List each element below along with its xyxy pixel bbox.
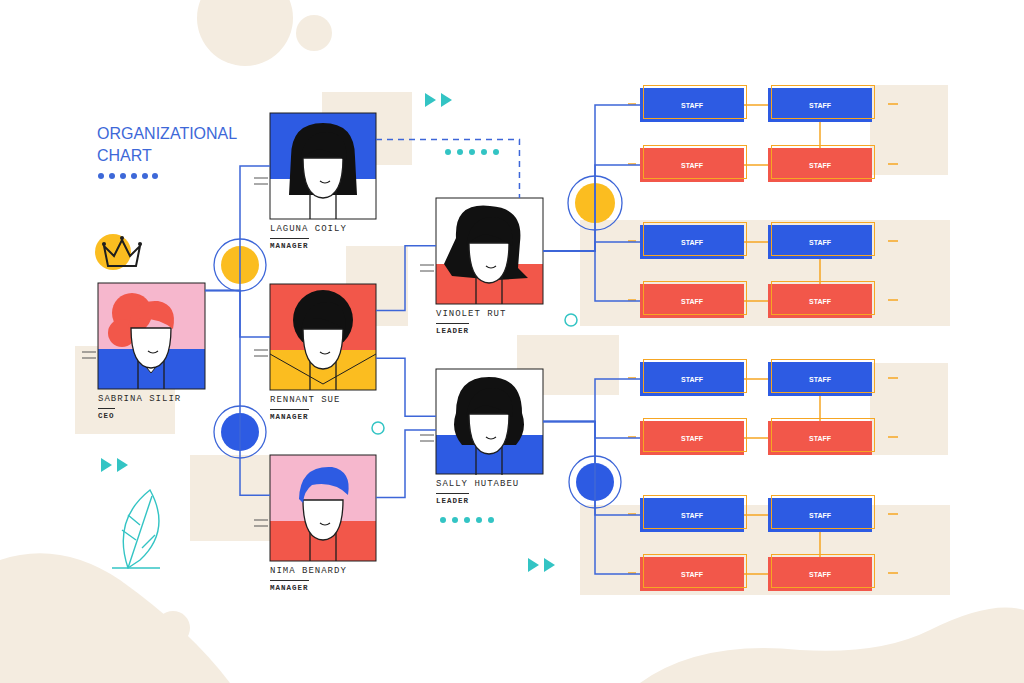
connector (205, 290, 270, 495)
staff-label: STAFF (681, 512, 703, 519)
staff-label: STAFF (809, 571, 831, 578)
person-name: NIMA BENARDY (270, 566, 347, 576)
staff-box: STAFF (768, 498, 872, 532)
role-label: CEO (98, 408, 115, 420)
connector (376, 430, 436, 498)
connector (543, 165, 640, 251)
connector (744, 514, 768, 516)
connector (744, 573, 768, 575)
connector (744, 164, 768, 166)
person-name: VINOLET RUT (436, 309, 506, 319)
staff-label: STAFF (809, 239, 831, 246)
staff-box: STAFF (768, 284, 872, 318)
staff-label: STAFF (681, 298, 703, 305)
staff-label: STAFF (809, 376, 831, 383)
person-card: SALLY HUTABEULEADER (436, 369, 543, 474)
connector (543, 422, 640, 575)
staff-box: STAFF (768, 362, 872, 396)
role-label: MANAGER (270, 409, 309, 421)
connector (543, 379, 640, 422)
staff-label: STAFF (809, 435, 831, 442)
staff-box: STAFF (640, 148, 744, 182)
person-name: LAGUNA COILY (270, 224, 347, 234)
person-card: LAGUNA COILYMANAGER (270, 113, 376, 219)
staff-box: STAFF (768, 421, 872, 455)
staff-label: STAFF (681, 162, 703, 169)
staff-label: STAFF (681, 435, 703, 442)
staff-box: STAFF (640, 421, 744, 455)
connector (744, 104, 768, 106)
connector (543, 242, 640, 251)
staff-box: STAFF (640, 557, 744, 591)
person-name: SALLY HUTABEU (436, 479, 519, 489)
staff-box: STAFF (768, 557, 872, 591)
person-card: NIMA BENARDYMANAGER (270, 455, 376, 561)
connector (744, 378, 768, 380)
staff-box: STAFF (640, 284, 744, 318)
connector (376, 358, 436, 416)
connector (205, 290, 270, 337)
person-name: RENNANT SUE (270, 395, 340, 405)
staff-box: STAFF (640, 88, 744, 122)
staff-box: STAFF (768, 225, 872, 259)
role-label: MANAGER (270, 238, 309, 250)
connector (543, 422, 640, 516)
connector (543, 251, 640, 301)
person-card: SABRINA SILIRCEO (98, 283, 205, 389)
role-label: MANAGER (270, 580, 309, 592)
person-card: VINOLET RUTLEADER (436, 198, 543, 304)
role-label: LEADER (436, 493, 469, 505)
staff-label: STAFF (681, 376, 703, 383)
staff-label: STAFF (809, 298, 831, 305)
staff-box: STAFF (768, 148, 872, 182)
connector (744, 300, 768, 302)
staff-box: STAFF (640, 225, 744, 259)
staff-box: STAFF (640, 498, 744, 532)
connector (744, 241, 768, 243)
staff-label: STAFF (809, 162, 831, 169)
role-label: LEADER (436, 323, 469, 335)
staff-label: STAFF (681, 102, 703, 109)
person-name: SABRINA SILIR (98, 394, 181, 404)
connector (376, 140, 519, 199)
connector (205, 166, 270, 290)
chart-title: ORGANIZATIONAL CHART (97, 123, 257, 167)
person-card: RENNANT SUEMANAGER (270, 284, 376, 390)
connector (744, 437, 768, 439)
connector (543, 422, 640, 439)
staff-box: STAFF (640, 362, 744, 396)
staff-label: STAFF (809, 102, 831, 109)
staff-label: STAFF (809, 512, 831, 519)
connector (543, 105, 640, 251)
connector (376, 246, 436, 311)
staff-label: STAFF (681, 239, 703, 246)
staff-label: STAFF (681, 571, 703, 578)
staff-box: STAFF (768, 88, 872, 122)
